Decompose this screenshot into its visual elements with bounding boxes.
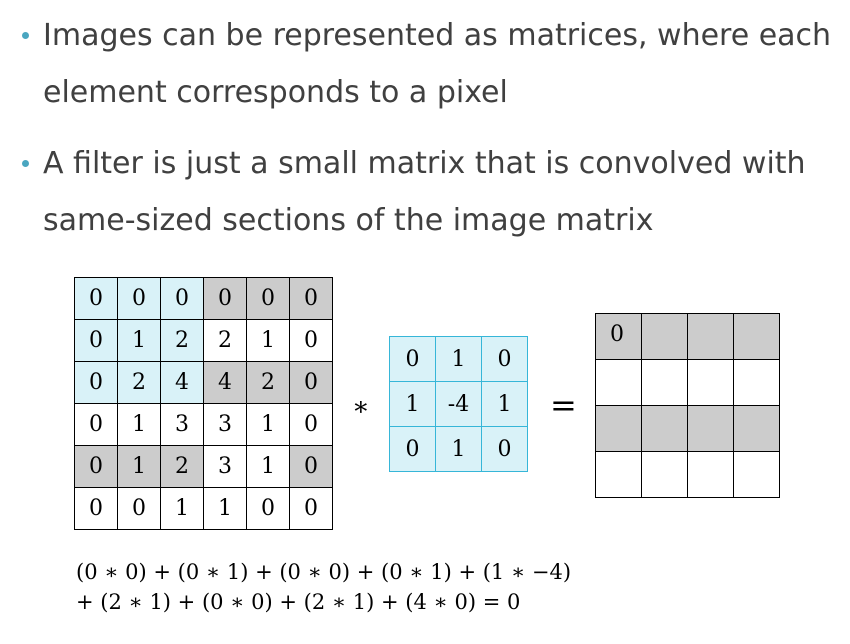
bullet-1-line-1: Images can be represented as matrices, w… bbox=[43, 18, 832, 53]
kernel-matrix-cell: 1 bbox=[481, 381, 528, 427]
image-matrix-cell: 0 bbox=[74, 445, 118, 488]
image-matrix-cell: 2 bbox=[203, 319, 247, 362]
image-matrix-cell: 2 bbox=[246, 361, 290, 404]
output-matrix-cell bbox=[733, 405, 780, 452]
kernel-matrix-cell: 0 bbox=[389, 426, 436, 472]
output-matrix-cell: 0 bbox=[595, 313, 642, 360]
bullet-dot-icon bbox=[22, 160, 29, 167]
image-matrix-cell: 1 bbox=[246, 319, 290, 362]
image-matrix-cell: 4 bbox=[160, 361, 204, 404]
image-matrix-cell: 2 bbox=[160, 319, 204, 362]
image-matrix-cell: 0 bbox=[117, 487, 161, 530]
image-matrix-cell: 2 bbox=[117, 361, 161, 404]
image-matrix-cell: 2 bbox=[160, 445, 204, 488]
output-matrix-cell bbox=[733, 451, 780, 498]
image-matrix-cell: 0 bbox=[246, 487, 290, 530]
convolution-operator: ∗ bbox=[352, 392, 370, 422]
image-matrix-cell: 1 bbox=[117, 319, 161, 362]
output-matrix-cell bbox=[733, 313, 780, 360]
output-matrix-cell bbox=[595, 359, 642, 406]
image-matrix-cell: 1 bbox=[246, 403, 290, 446]
output-matrix-row: 0 bbox=[595, 313, 780, 360]
output-matrix-cell bbox=[687, 313, 734, 360]
output-matrix-cell bbox=[595, 405, 642, 452]
image-matrix-cell: 0 bbox=[117, 277, 161, 320]
output-matrix-cell bbox=[687, 451, 734, 498]
formula-line-1: (0 ∗ 0) + (0 ∗ 1) + (0 ∗ 0) + (0 ∗ 1) + … bbox=[76, 560, 572, 584]
image-matrix-cell: 3 bbox=[160, 403, 204, 446]
bullet-2-line-1: A filter is just a small matrix that is … bbox=[43, 146, 806, 181]
output-matrix-cell bbox=[687, 359, 734, 406]
image-matrix-cell: 0 bbox=[74, 319, 118, 362]
equals-operator: = bbox=[550, 386, 577, 424]
image-matrix-cell: 4 bbox=[203, 361, 247, 404]
output-matrix-cell bbox=[641, 359, 688, 406]
output-matrix-cell bbox=[595, 451, 642, 498]
image-matrix-cell: 0 bbox=[203, 277, 247, 320]
output-matrix-cell bbox=[641, 451, 688, 498]
image-matrix-cell: 1 bbox=[117, 403, 161, 446]
image-matrix-cell: 0 bbox=[74, 403, 118, 446]
image-matrix-cell: 0 bbox=[289, 403, 333, 446]
image-matrix-cell: 1 bbox=[203, 487, 247, 530]
kernel-matrix-cell: 1 bbox=[389, 381, 436, 427]
image-matrix-cell: 0 bbox=[289, 487, 333, 530]
kernel-matrix-cell: 0 bbox=[481, 426, 528, 472]
output-matrix-cell bbox=[641, 405, 688, 452]
output-matrix-cell bbox=[641, 313, 688, 360]
kernel-matrix-cell: 0 bbox=[481, 336, 528, 382]
kernel-matrix-cell: -4 bbox=[435, 381, 482, 427]
image-matrix-cell: 0 bbox=[289, 361, 333, 404]
image-matrix-cell: 0 bbox=[160, 277, 204, 320]
image-matrix-cell: 1 bbox=[160, 487, 204, 530]
kernel-matrix-cell: 0 bbox=[389, 336, 436, 382]
image-matrix-cell: 0 bbox=[246, 277, 290, 320]
output-matrix-row bbox=[595, 359, 780, 406]
image-matrix-cell: 0 bbox=[289, 319, 333, 362]
output-matrix-row bbox=[595, 451, 780, 498]
bullet-1-line-2: element corresponds to a pixel bbox=[43, 75, 508, 110]
image-matrix-cell: 0 bbox=[74, 487, 118, 530]
kernel-matrix-cell: 1 bbox=[435, 426, 482, 472]
kernel-matrix-cell: 1 bbox=[435, 336, 482, 382]
image-matrix-cell: 0 bbox=[289, 445, 333, 488]
image-matrix-cell: 0 bbox=[74, 361, 118, 404]
image-matrix-cell: 0 bbox=[74, 277, 118, 320]
image-matrix-cell: 3 bbox=[203, 445, 247, 488]
output-matrix: 0 bbox=[595, 313, 780, 498]
formula-line-2: + (2 ∗ 1) + (0 ∗ 0) + (2 ∗ 1) + (4 ∗ 0) … bbox=[76, 590, 521, 614]
image-matrix-cell: 1 bbox=[117, 445, 161, 488]
image-matrix-cell: 3 bbox=[203, 403, 247, 446]
image-matrix-cell: 0 bbox=[289, 277, 333, 320]
output-matrix-cell bbox=[733, 359, 780, 406]
bullet-2-line-2: same-sized sections of the image matrix bbox=[43, 203, 654, 238]
image-matrix-cell: 1 bbox=[246, 445, 290, 488]
output-matrix-row bbox=[595, 405, 780, 452]
bullet-dot-icon bbox=[22, 32, 29, 39]
output-matrix-cell bbox=[687, 405, 734, 452]
